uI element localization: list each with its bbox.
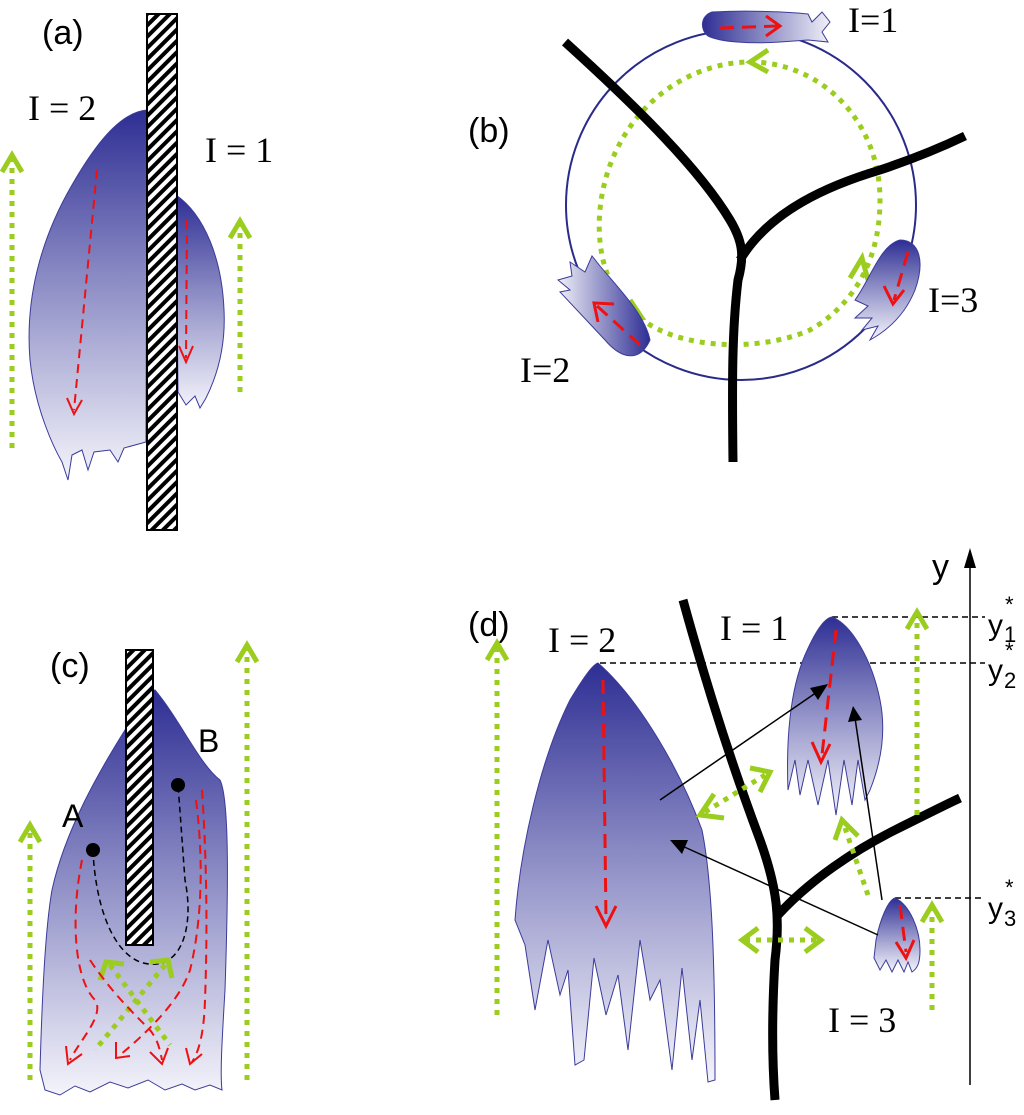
internal-arrow-b-top — [719, 14, 783, 38]
label-a-right: I = 1 — [205, 130, 273, 170]
level-label-y1: y * 1 — [988, 592, 1016, 647]
panel-c: (c) A B — [17, 640, 260, 1096]
svg-text:y: y — [988, 654, 1003, 687]
obstacle-b-branch — [736, 131, 967, 263]
internal-arrow-b-left — [592, 301, 642, 347]
internal-arrow-d-small — [894, 904, 916, 962]
label-point-b: B — [198, 723, 219, 759]
plume-d-large — [514, 662, 716, 1083]
obstacle-d-branch — [774, 793, 962, 919]
plume-d-small — [873, 897, 921, 974]
transfer-arrow-small-to-large — [670, 840, 879, 936]
svg-text:*: * — [1005, 875, 1014, 900]
flow-cross-c — [93, 957, 175, 1052]
flow-arrow-a-left — [0, 150, 25, 448]
flow-arrow-c-left — [17, 820, 43, 1080]
svg-text:*: * — [1005, 592, 1014, 617]
label-d-small: I = 3 — [828, 1000, 896, 1040]
y-axis-label: y — [932, 548, 949, 586]
flow-arrow-d-left — [484, 638, 510, 1015]
level-label-y3: y * 3 — [988, 875, 1016, 931]
label-b-left: I=2 — [520, 350, 570, 390]
label-b-right: I=3 — [928, 280, 978, 320]
plume-d-mid — [787, 616, 884, 816]
panel-a-tag: (a) — [42, 14, 84, 52]
flow-bidirectional-d-branch — [832, 815, 871, 896]
obstacle-c — [125, 649, 154, 946]
flow-bidirectional-d-lower — [737, 926, 826, 954]
flow-arrow-c-right — [234, 640, 260, 1080]
svg-text:y: y — [988, 892, 1003, 925]
label-a-left: I = 2 — [28, 88, 96, 128]
panel-d: (d) y y * 1 y * 2 y * 3 — [468, 548, 1016, 1101]
flow-bidirectional-d-upper — [695, 765, 774, 821]
point-a-marker — [86, 843, 100, 857]
label-b-top: I=1 — [848, 0, 898, 40]
y-axis — [964, 548, 976, 1085]
svg-text:2: 2 — [1004, 668, 1016, 693]
point-b-marker — [171, 778, 185, 792]
internal-arrow-d-mid — [810, 629, 838, 766]
label-d-mid: I = 1 — [720, 608, 788, 648]
plume-b-left — [556, 255, 651, 357]
internal-arrow-a-left — [66, 169, 98, 417]
panel-b: (b) I=1 I=2 I=3 — [468, 0, 978, 463]
internal-arrows-c — [65, 789, 208, 1066]
internal-arrow-d-large — [594, 679, 618, 930]
panel-c-tag: (c) — [50, 647, 90, 685]
label-point-a: A — [62, 798, 84, 834]
panel-a: (a) I = 2 I = 1 — [0, 13, 273, 531]
svg-text:1: 1 — [1004, 622, 1016, 647]
level-label-y2: y * 2 — [988, 638, 1016, 693]
flow-arrow-d-mid — [904, 607, 930, 815]
svg-text:3: 3 — [1004, 906, 1016, 931]
flow-arrow-a-right — [227, 216, 253, 392]
internal-arrow-a-right — [178, 219, 194, 365]
plume-a-right — [175, 194, 225, 410]
transfer-arrow-large-to-mid — [659, 684, 828, 801]
panel-b-tag: (b) — [468, 112, 510, 150]
obstacle-b — [561, 38, 747, 463]
obstacle-d — [678, 598, 782, 1101]
svg-text:*: * — [1005, 638, 1014, 663]
obstacle-a — [146, 13, 178, 531]
flow-arrow-d-small — [919, 900, 945, 1010]
panel-d-tag: (d) — [468, 606, 510, 644]
label-d-large: I = 2 — [548, 620, 616, 660]
svg-text:y: y — [988, 609, 1003, 642]
internal-arrow-b-right — [882, 251, 910, 307]
plume-a-left — [28, 109, 148, 481]
transfer-arrow-small-to-mid — [848, 706, 883, 901]
